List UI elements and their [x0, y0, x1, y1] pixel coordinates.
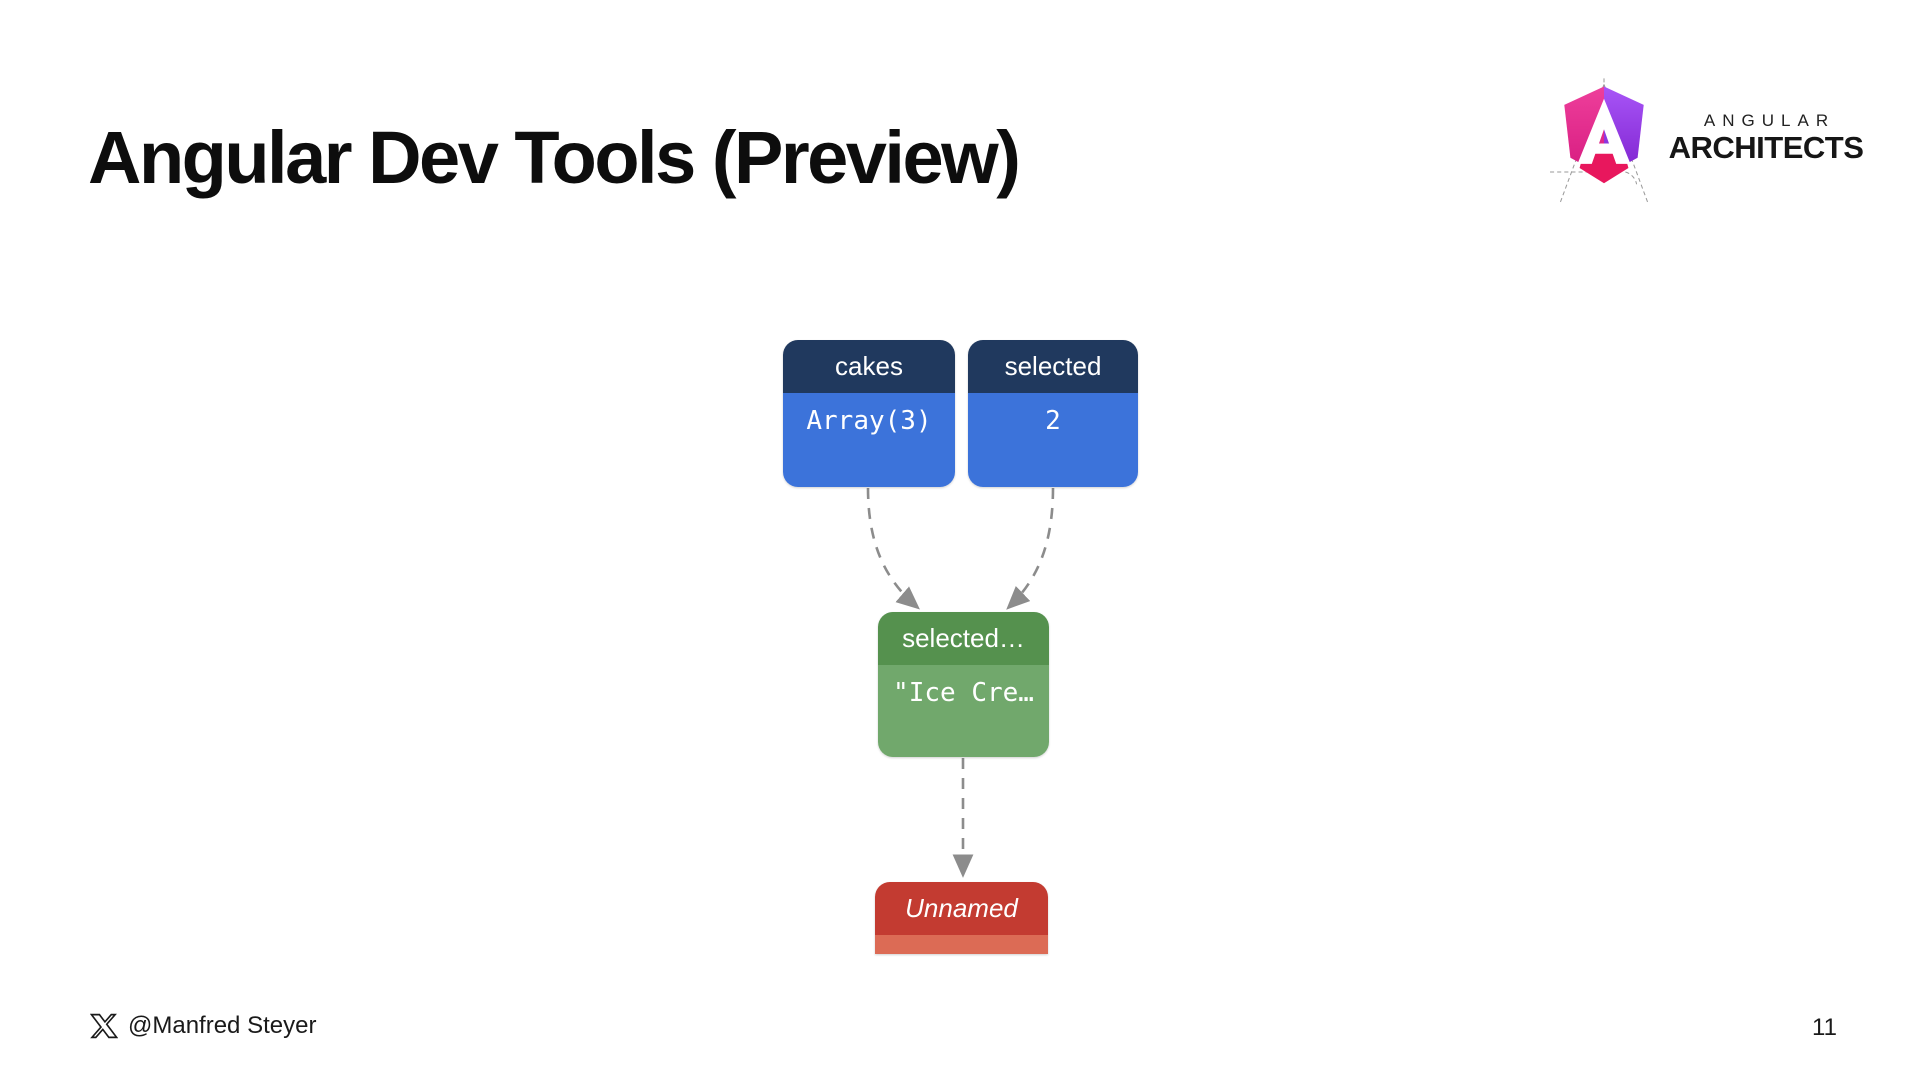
node-header: Unnamed	[875, 882, 1048, 935]
node-value: "Ice Cre…	[878, 665, 1049, 757]
angular-architects-logo-icon	[1550, 78, 1649, 203]
edge-selected-to-selected-cake	[1006, 487, 1055, 610]
edge-cakes-to-selected-cake	[866, 487, 920, 610]
logo-brand-bottom: ARCHITECTS	[1668, 130, 1864, 165]
graph-node-cakes: cakes Array(3)	[783, 340, 955, 487]
node-header: cakes	[783, 340, 955, 393]
graph-node-selected: selected 2	[968, 340, 1138, 487]
angular-architects-logo: ANGULAR ARCHITECTS	[1548, 78, 1864, 206]
node-header: selected…	[878, 612, 1049, 665]
footer-author: @Manfred Steyer	[90, 1012, 316, 1040]
graph-node-unnamed: Unnamed	[875, 882, 1048, 954]
node-header: selected	[968, 340, 1138, 393]
graph-node-selected-cake: selected… "Ice Cre…	[878, 612, 1049, 757]
node-value	[875, 935, 1048, 954]
node-value: 2	[968, 393, 1138, 487]
node-value: Array(3)	[783, 393, 955, 487]
graph-connectors	[866, 487, 1055, 878]
x-twitter-icon	[90, 1013, 118, 1039]
logo-brand-top: ANGULAR	[1703, 111, 1836, 130]
author-handle: @Manfred Steyer	[128, 1012, 317, 1039]
page-number: 11	[1812, 1014, 1837, 1041]
slide-title: Angular Dev Tools (Preview)	[88, 116, 1021, 199]
